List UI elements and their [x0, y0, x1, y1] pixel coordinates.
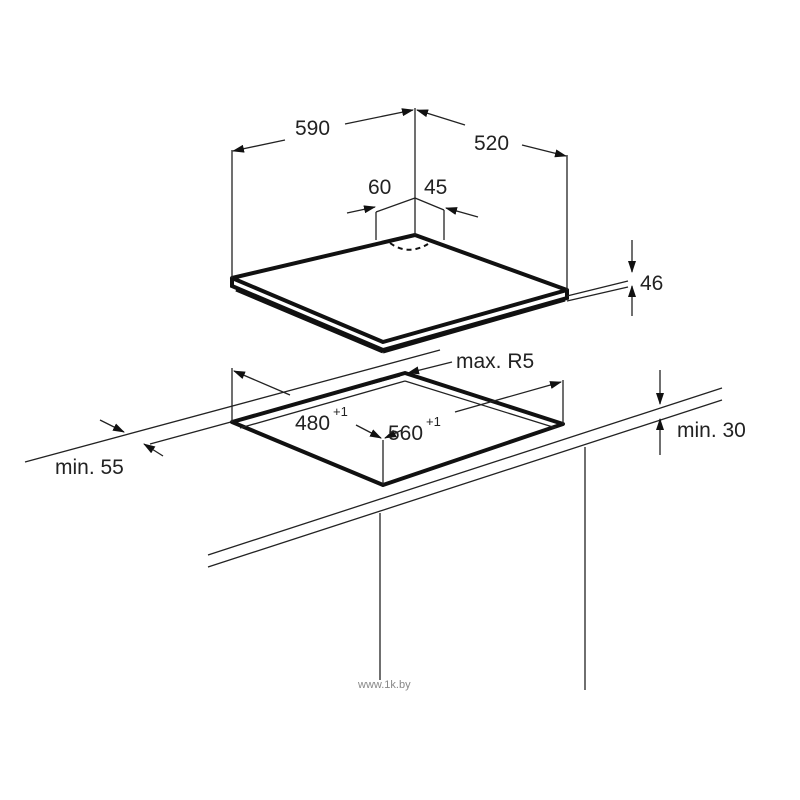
worktop-thickness-label: min. 30 — [677, 419, 746, 442]
height-label: 46 — [640, 272, 663, 295]
hob-top — [230, 233, 569, 344]
corner-radius-label: max. R5 — [456, 350, 534, 373]
dimension-lines — [231, 108, 636, 316]
depth-label: 520 — [474, 132, 509, 155]
width-label: 590 — [295, 117, 330, 140]
hob — [230, 233, 569, 354]
watermark: www.1k.by — [357, 679, 411, 691]
worktop — [24, 349, 565, 487]
cabinet — [207, 370, 723, 690]
cutout-width-tolerance: +1 — [426, 414, 441, 429]
offset-left-label: 60 — [368, 176, 391, 199]
cutout-depth-tolerance: +1 — [333, 404, 348, 419]
hob-hidden-corner — [389, 242, 429, 251]
cutout-depth-label: 480 — [295, 412, 330, 435]
offset-right-label: 45 — [424, 176, 447, 199]
cutout-width-label: 560 — [388, 422, 423, 445]
front-clearance-label: min. 55 — [55, 456, 124, 479]
